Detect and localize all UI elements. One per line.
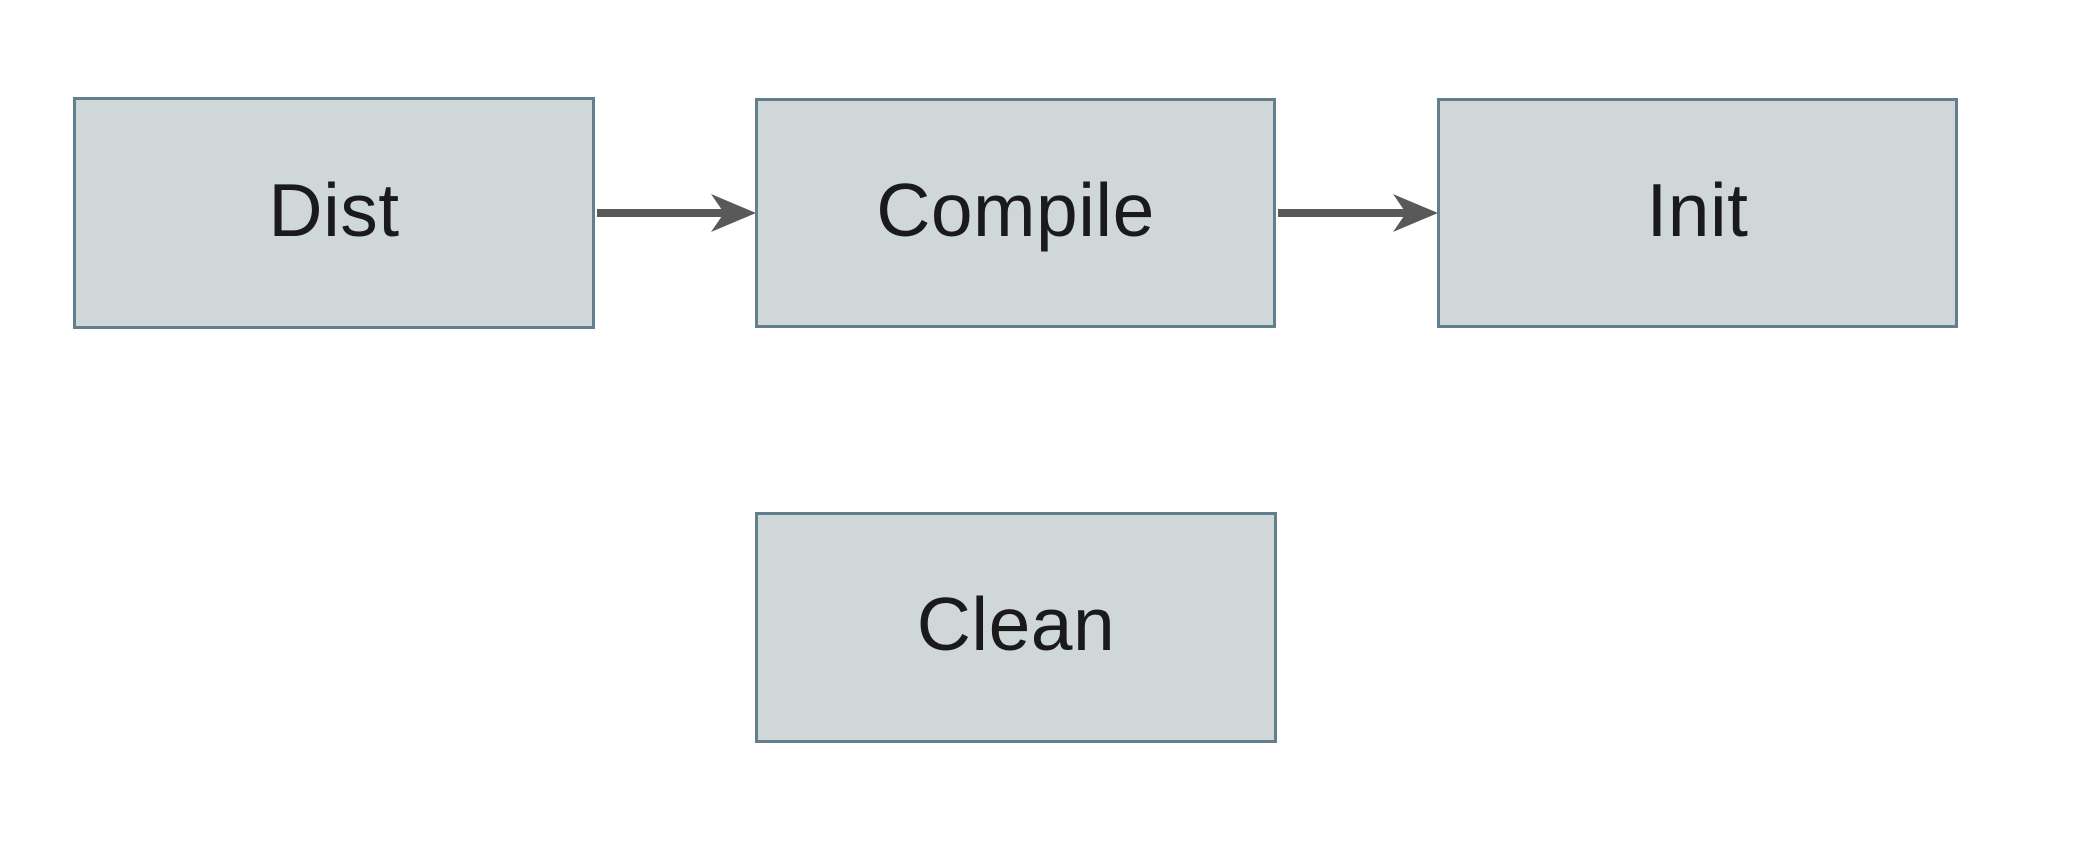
node-clean-label: Clean — [916, 582, 1116, 666]
node-init-label: Init — [1646, 167, 1749, 252]
node-compile[interactable]: Compile — [755, 98, 1276, 328]
arrow-compile-to-init — [1278, 194, 1438, 232]
node-init[interactable]: Init — [1437, 98, 1958, 328]
node-clean[interactable]: Clean — [755, 512, 1277, 743]
arrow-dist-to-compile — [597, 194, 756, 232]
node-dist-label: Dist — [268, 167, 400, 252]
node-compile-label: Compile — [876, 167, 1155, 252]
node-dist[interactable]: Dist — [73, 97, 595, 329]
